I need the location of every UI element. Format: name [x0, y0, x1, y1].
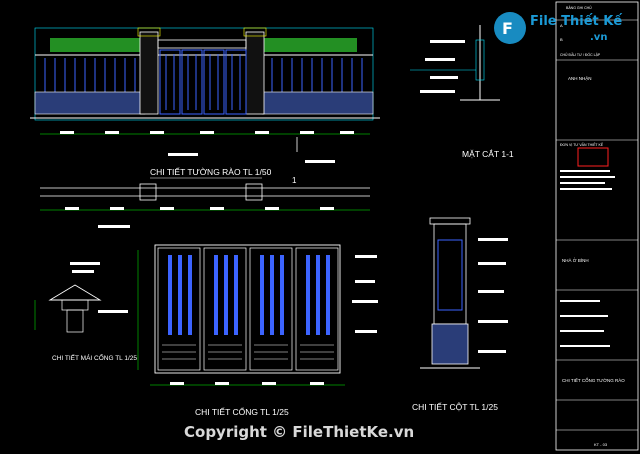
gate-pillar-left — [139, 31, 159, 115]
watermark-logo-icon — [494, 12, 526, 44]
watermark-logo-domain: .vn — [590, 32, 607, 43]
fence-elevation-title: CHI TIẾT TƯỜNG RÀO TL 1/50 — [150, 167, 272, 177]
title-block-status: CHỦ ĐẦU TƯ / ĐỐC LẬP — [560, 52, 601, 57]
section-view — [410, 25, 500, 101]
watermark-logo-icon-glyph: F — [502, 19, 513, 38]
roof-detail — [34, 262, 128, 333]
title-block-header: BẢNG GHI CHỦ — [566, 5, 592, 10]
column-detail — [420, 217, 508, 369]
stone-base-left — [34, 91, 146, 115]
sheet-number: KT - 03 — [594, 442, 608, 447]
fence-rails-left — [44, 58, 136, 92]
fence-rails-right — [271, 58, 363, 92]
section-title: MẶT CẮT 1-1 — [462, 149, 514, 159]
title-block-text: BẢNG GHI CHỦ A B CHỦ ĐẦU TƯ / ĐỐC LẬP AN… — [560, 5, 625, 447]
gate-pillar-right — [245, 31, 265, 115]
gate-leaves — [159, 49, 247, 115]
consultant-logo — [577, 147, 609, 167]
roof-detail-title: CHI TIẾT MÁI CỔNG TL 1/25 — [52, 352, 137, 362]
gate-detail — [137, 244, 378, 386]
fence-plan — [40, 183, 370, 228]
copyright-watermark: Copyright © FileThietKe.vn — [184, 423, 414, 441]
gate-bars — [168, 255, 330, 335]
title-block-row-b: B — [560, 37, 563, 42]
title-block — [555, 1, 639, 451]
watermark-logo-text: File Thiết Kế — [530, 14, 622, 29]
consultant-label: ĐƠN VỊ TƯ VẤN THIẾT KẾ — [560, 142, 604, 147]
fence-elevation — [30, 27, 380, 163]
sheet-title: CHI TIẾT CỔNG TƯỜNG RÀO — [562, 377, 625, 383]
watermark-logo: F — [494, 12, 526, 44]
stone-base-right — [261, 91, 374, 115]
project-label: NHÀ Ở BÌNH — [562, 257, 589, 263]
column-detail-title: CHI TIẾT CỘT TL 1/25 — [412, 402, 498, 412]
gate-detail-title: CHI TIẾT CỔNG TL 1/25 — [195, 406, 289, 417]
owner-label: ANH NHẬN — [568, 75, 592, 81]
title-block-row-a: A — [560, 23, 563, 28]
section-marker: 1 — [292, 176, 297, 185]
fence-plants — [50, 38, 357, 52]
